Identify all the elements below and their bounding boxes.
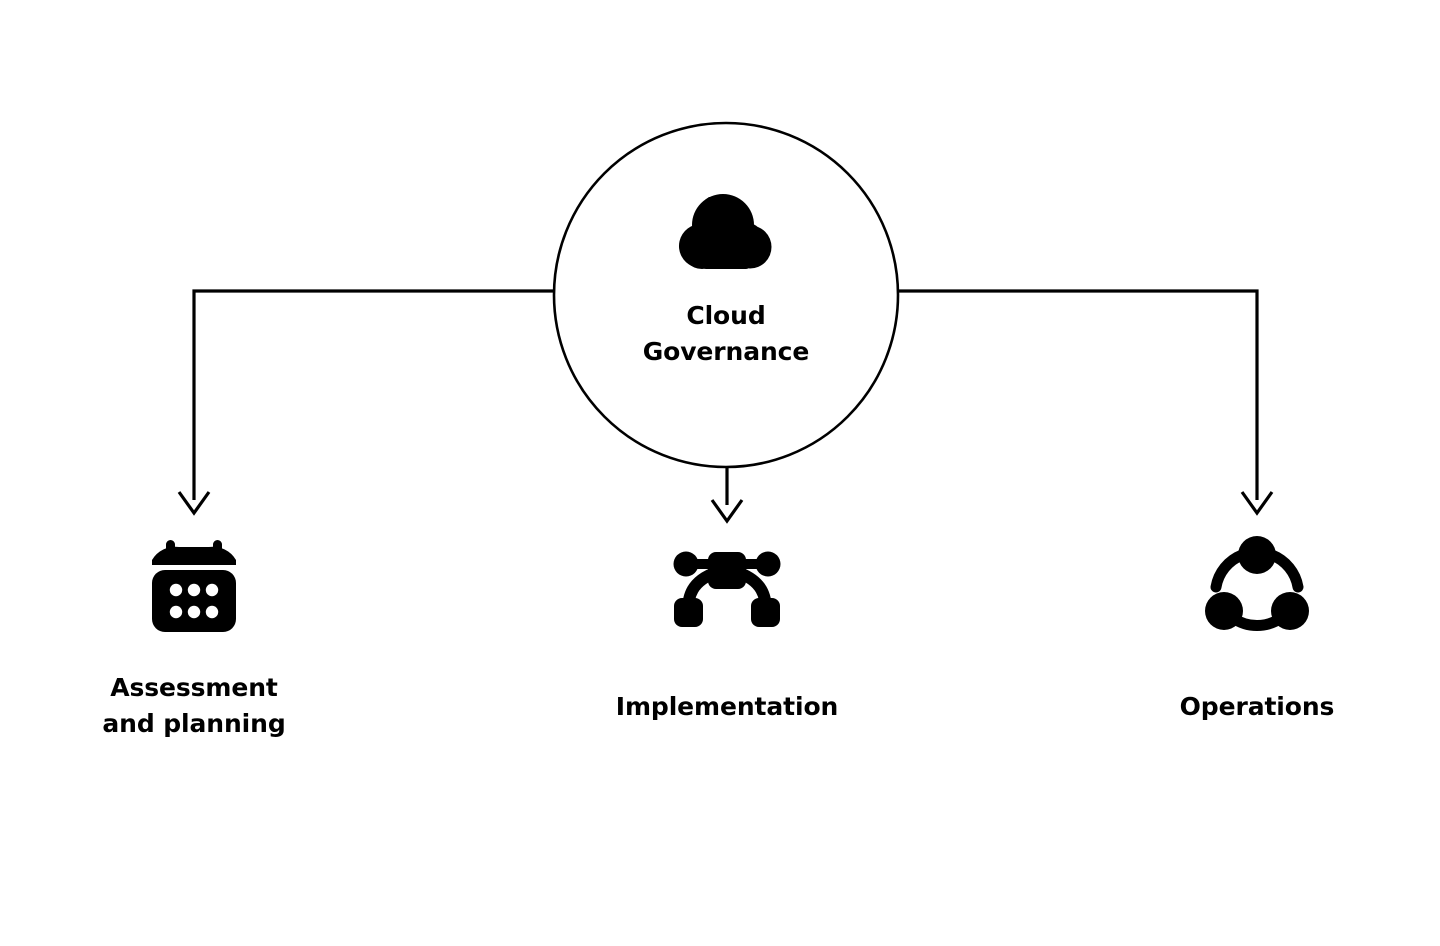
connector-hub-to-assessment: [177, 289, 553, 516]
calendar-body: [152, 570, 236, 632]
hub-label-line1: Cloud: [686, 301, 766, 330]
hub-label: Cloud Governance: [576, 298, 876, 369]
node-label-line1: Implementation: [615, 692, 839, 721]
calendar-icon: [152, 540, 236, 632]
node-label-assessment-and-planning: Assessment and planning: [44, 670, 344, 743]
node-label-implementation: Implementation: [577, 689, 877, 725]
cloud-icon: [678, 194, 772, 269]
arrowhead-left: [177, 491, 211, 516]
share-arc-top-left: [1210, 549, 1248, 593]
calendar-dot-grid: [169, 583, 219, 619]
bezier-anchor-bottom-right: [751, 598, 780, 627]
hub-circle[interactable]: [552, 121, 900, 469]
node-label-line2: and planning: [102, 709, 286, 739]
share-nodes-icon: [1205, 536, 1309, 632]
node-label-operations: Operations: [1107, 689, 1407, 725]
bezier-anchor-center: [708, 552, 746, 589]
calendar-header: [152, 546, 236, 565]
share-node-top: [1238, 536, 1276, 574]
bezier-anchor-bottom-left: [674, 598, 703, 627]
bezier-handle-left: [673, 551, 699, 577]
share-arc-top-right: [1266, 549, 1304, 593]
arrowhead-center: [710, 499, 744, 524]
bezier-handle-right: [755, 551, 781, 577]
connector-line-left: [192, 289, 553, 500]
connector-hub-to-implementation: [710, 467, 744, 524]
node-label-line1: Assessment: [110, 673, 278, 702]
arrowhead-right: [1240, 491, 1274, 516]
share-node-bottom-right: [1271, 592, 1309, 630]
hub-label-line2: Governance: [642, 336, 810, 366]
bezier-node-icon: [673, 551, 781, 627]
connector-line-right: [899, 289, 1259, 500]
share-node-bottom-left: [1205, 592, 1243, 630]
node-label-line1: Operations: [1179, 692, 1335, 721]
connector-hub-to-operations: [899, 289, 1274, 516]
